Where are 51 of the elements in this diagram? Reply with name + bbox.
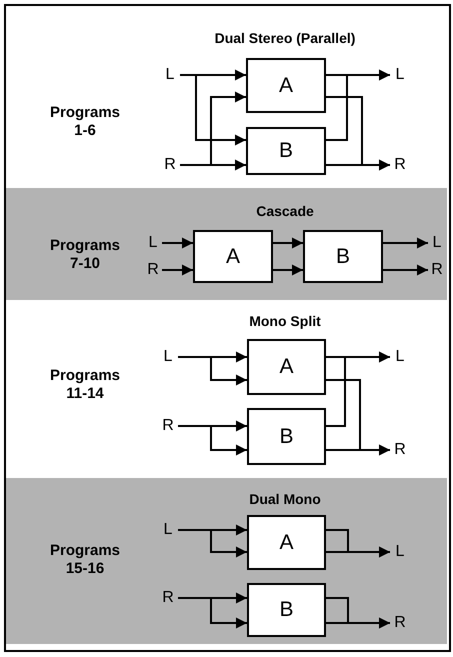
signal-arrow xyxy=(326,618,390,628)
channel-label: R xyxy=(390,614,410,632)
processor-block: A xyxy=(247,515,326,570)
signal-arrow xyxy=(326,352,390,427)
signal-arrow xyxy=(273,238,303,248)
signal-arrow xyxy=(383,264,428,276)
channel-label: R xyxy=(158,589,178,607)
processor-block: A xyxy=(193,230,273,283)
channel-label: L xyxy=(158,348,178,366)
signal-arrow xyxy=(162,264,193,276)
panel-title: Mono Split xyxy=(248,313,322,329)
processor-block: B xyxy=(247,408,326,465)
channel-label: R xyxy=(428,261,446,279)
signal-arrow xyxy=(326,70,390,141)
processor-block: A xyxy=(247,339,326,395)
channel-label: R xyxy=(158,417,178,435)
program-range: Programs 11-14 xyxy=(48,367,122,403)
signal-arrow xyxy=(326,160,390,170)
program-range: Programs 15-16 xyxy=(48,542,122,578)
signal-arrow xyxy=(180,74,246,146)
channel-label: L xyxy=(144,234,162,252)
program-panel xyxy=(6,478,447,644)
signal-arrow xyxy=(178,529,247,558)
program-range: Programs 1-6 xyxy=(48,104,122,140)
panel-title: Dual Stereo (Parallel) xyxy=(214,30,356,46)
processor-block: A xyxy=(246,58,326,113)
channel-label: L xyxy=(160,66,180,84)
channel-label: L xyxy=(158,521,178,539)
signal-arrow xyxy=(326,546,390,558)
panel-title: Dual Mono xyxy=(248,491,322,507)
signal-arrow xyxy=(178,425,247,456)
channel-label: L xyxy=(428,234,446,252)
panel-title: Cascade xyxy=(255,203,315,219)
program-range: Programs 7-10 xyxy=(48,237,122,273)
signal-arrow xyxy=(178,597,247,628)
channel-label: L xyxy=(390,543,410,561)
processor-block: B xyxy=(246,127,326,175)
signal-arrow xyxy=(326,444,390,456)
channel-label: L xyxy=(390,348,410,366)
signal-arrow xyxy=(162,238,193,248)
signal-arrow xyxy=(273,264,303,276)
channel-label: R xyxy=(160,156,180,174)
channel-label: L xyxy=(390,66,410,84)
channel-label: R xyxy=(144,261,162,279)
signal-arrow xyxy=(178,356,247,386)
processor-block: B xyxy=(247,583,326,637)
program-panel xyxy=(6,188,447,300)
processor-block: B xyxy=(303,230,383,283)
signal-arrow xyxy=(383,238,428,248)
channel-label: R xyxy=(390,441,410,459)
channel-label: R xyxy=(390,156,410,174)
